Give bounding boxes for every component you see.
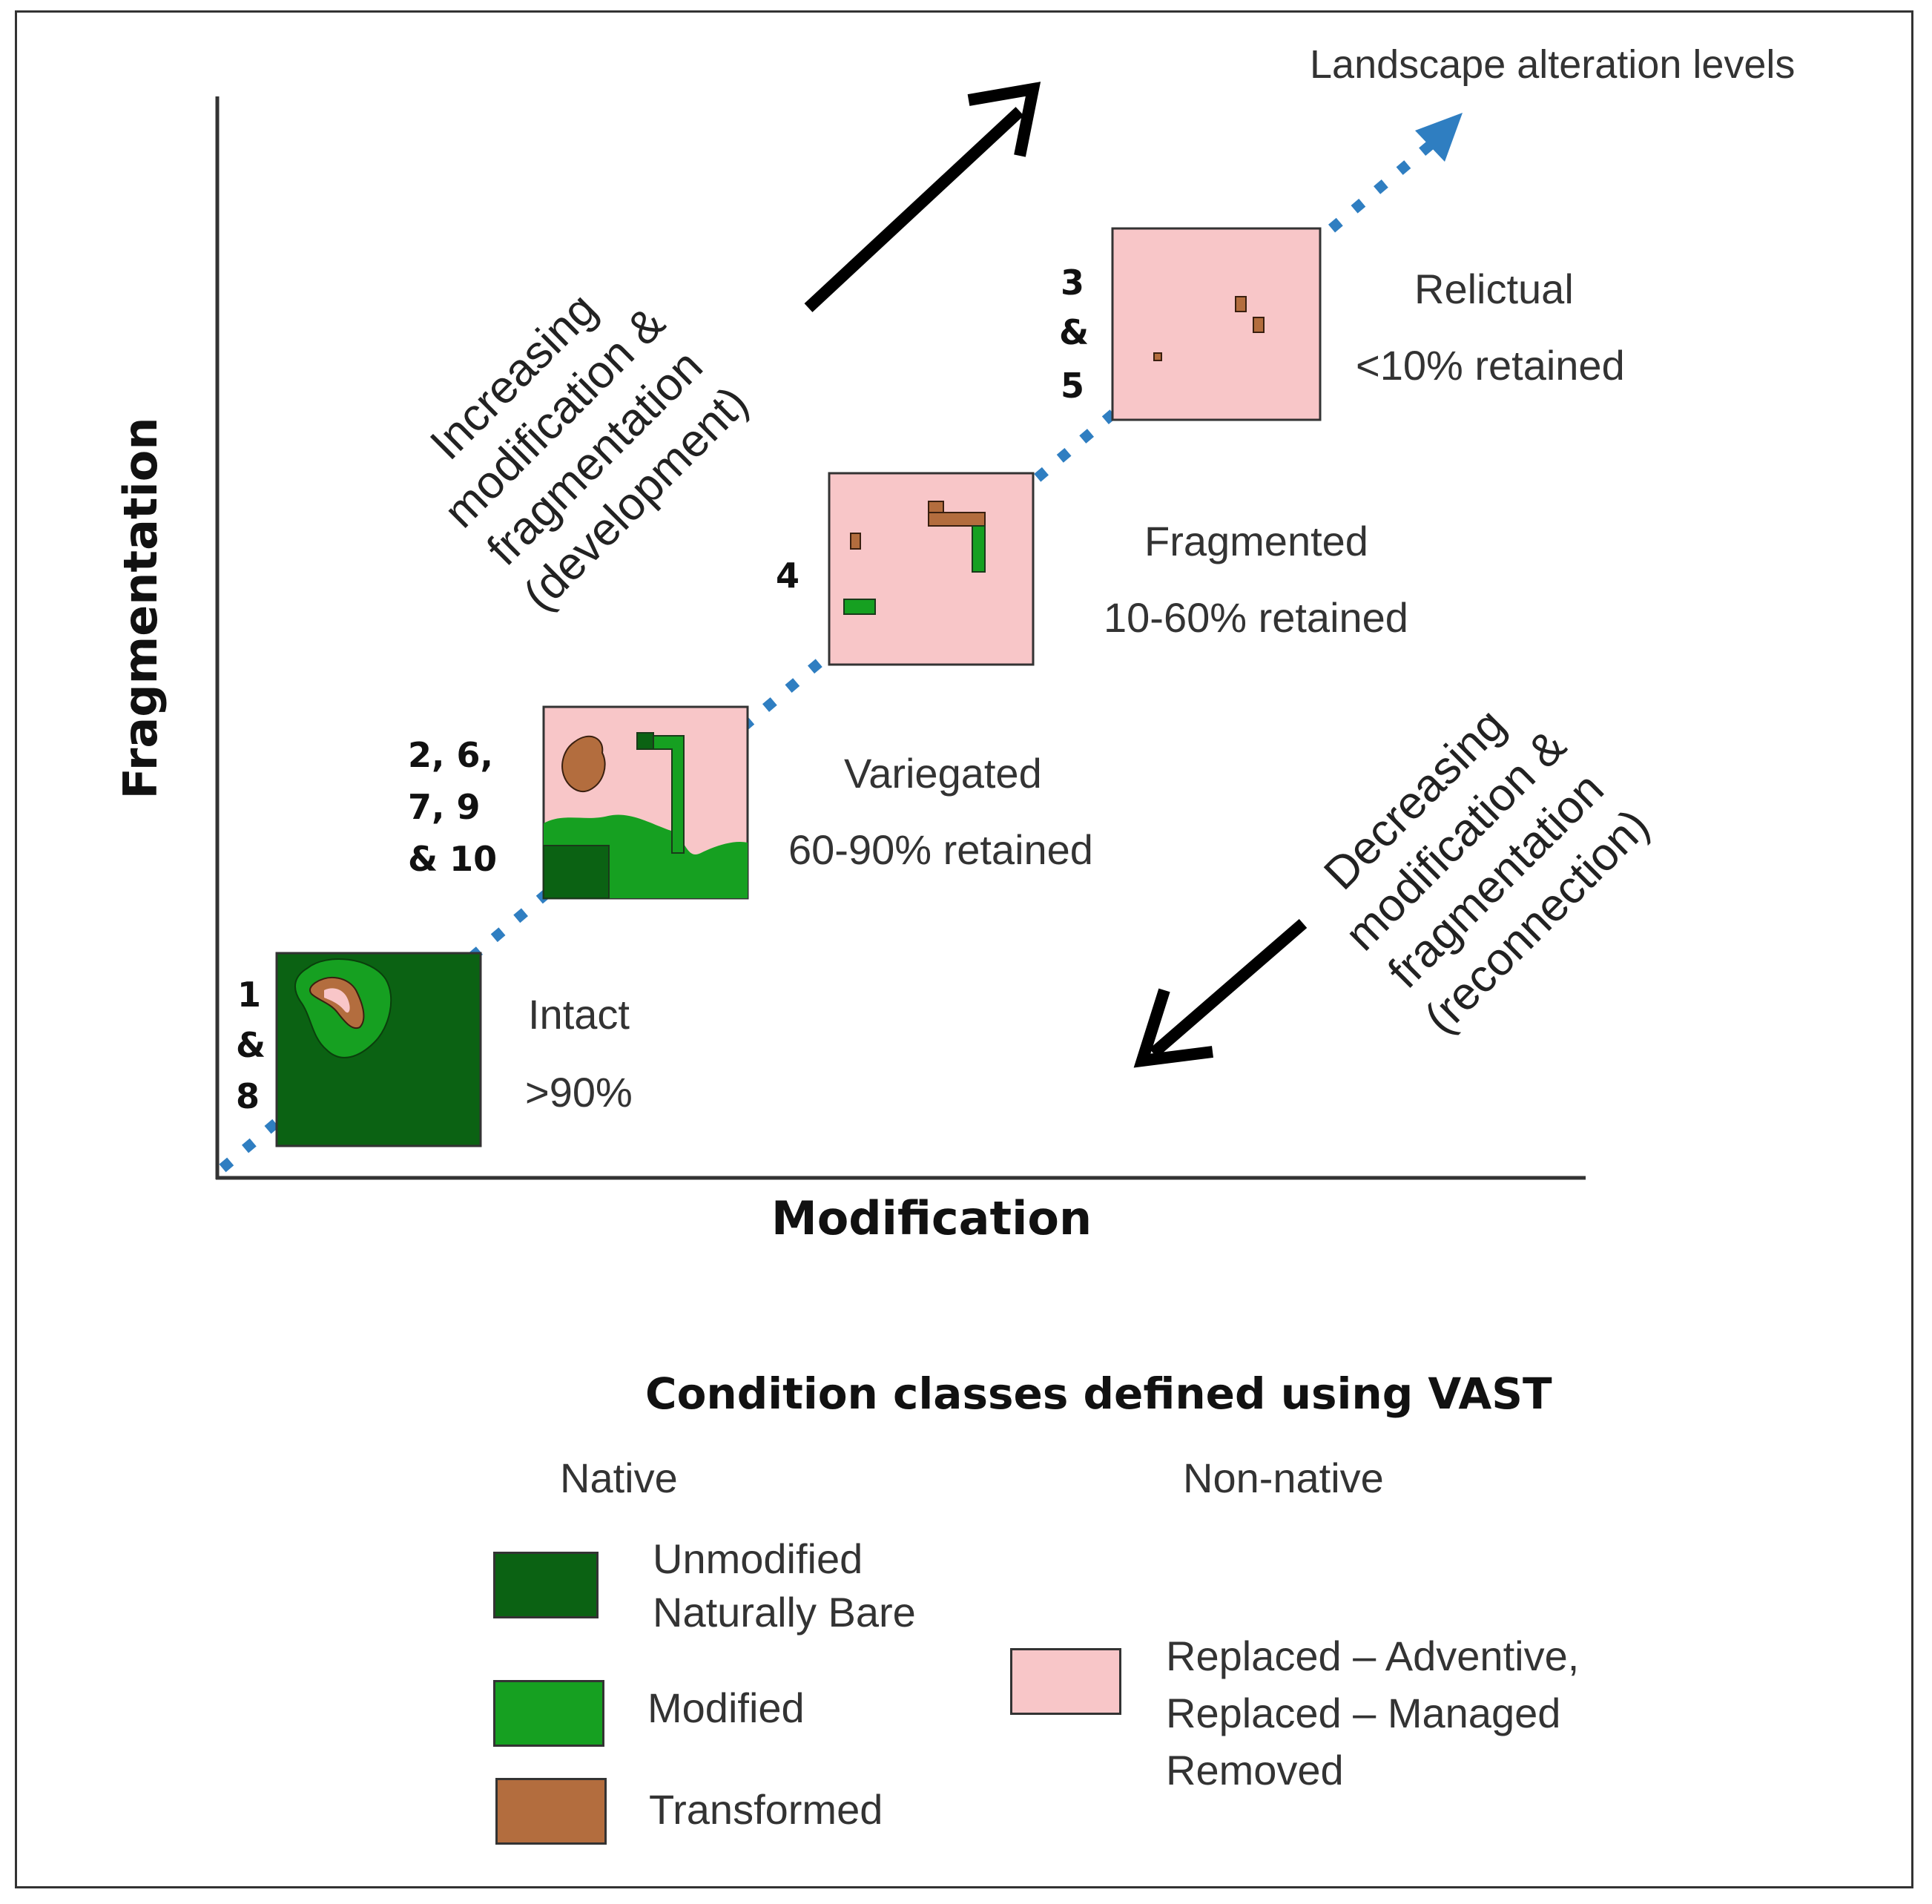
y-axis-label: Fragmentation	[113, 417, 168, 800]
legend-swatch-modified	[493, 1680, 604, 1747]
increasing-arrow-head	[967, 82, 1041, 157]
level-retained-intact: >90%	[525, 1069, 633, 1116]
legend-swatch-unmodified	[493, 1552, 599, 1618]
legend-label-removed: Removed	[1166, 1747, 1344, 1793]
legend-label-replaced-managed: Replaced – Managed	[1166, 1690, 1561, 1736]
site-number: 8	[236, 1076, 260, 1116]
level-name-intact: Intact	[528, 991, 630, 1038]
figure-border	[15, 10, 1913, 1888]
fragmented-landscape-box	[828, 472, 1035, 666]
legend-label-unmodified: Unmodified	[653, 1535, 863, 1582]
relictual-landscape-box	[1111, 227, 1322, 421]
site-number: & 10	[408, 839, 498, 879]
site-number: 7, 9	[408, 787, 481, 827]
diagram-title: Landscape alteration levels	[1310, 42, 1796, 87]
trajectory-arrowhead	[1415, 113, 1463, 162]
legend-swatch-non-native	[1010, 1648, 1121, 1715]
legend-non-native-heading: Non-native	[1183, 1455, 1384, 1501]
level-retained-variegated: 60-90% retained	[788, 826, 1093, 873]
legend-native-heading: Native	[560, 1455, 678, 1501]
site-number: 5	[1061, 366, 1085, 406]
site-number: 1	[237, 975, 262, 1015]
decreasing-arrow-shaft	[1149, 918, 1308, 1058]
legend-title: Condition classes defined using VAST	[645, 1368, 1552, 1419]
legend-label-modified: Modified	[647, 1684, 805, 1731]
site-number: 3	[1061, 263, 1085, 303]
level-name-variegated: Variegated	[844, 750, 1042, 797]
site-number: &	[236, 1025, 266, 1065]
legend-label-replaced-adventive: Replaced – Adventive,	[1166, 1633, 1580, 1679]
site-number: 4	[776, 556, 800, 596]
legend-label-transformed: Transformed	[649, 1786, 883, 1833]
site-number: &	[1059, 312, 1089, 352]
variegated-landscape-box	[542, 705, 749, 900]
site-number: 2, 6,	[408, 735, 493, 775]
level-name-fragmented: Fragmented	[1144, 518, 1368, 564]
intact-landscape-box	[275, 952, 482, 1147]
legend-swatch-transformed	[495, 1778, 607, 1845]
level-retained-relictual: <10% retained	[1356, 342, 1625, 389]
level-retained-fragmented: 10-60% retained	[1104, 594, 1408, 641]
increasing-arrow-shaft	[804, 107, 1024, 312]
decreasing-arrow-head	[1133, 988, 1214, 1068]
x-axis-label: Modification	[771, 1191, 1092, 1245]
legend-label-naturally-bare: Naturally Bare	[653, 1589, 916, 1635]
level-name-relictual: Relictual	[1414, 266, 1574, 312]
